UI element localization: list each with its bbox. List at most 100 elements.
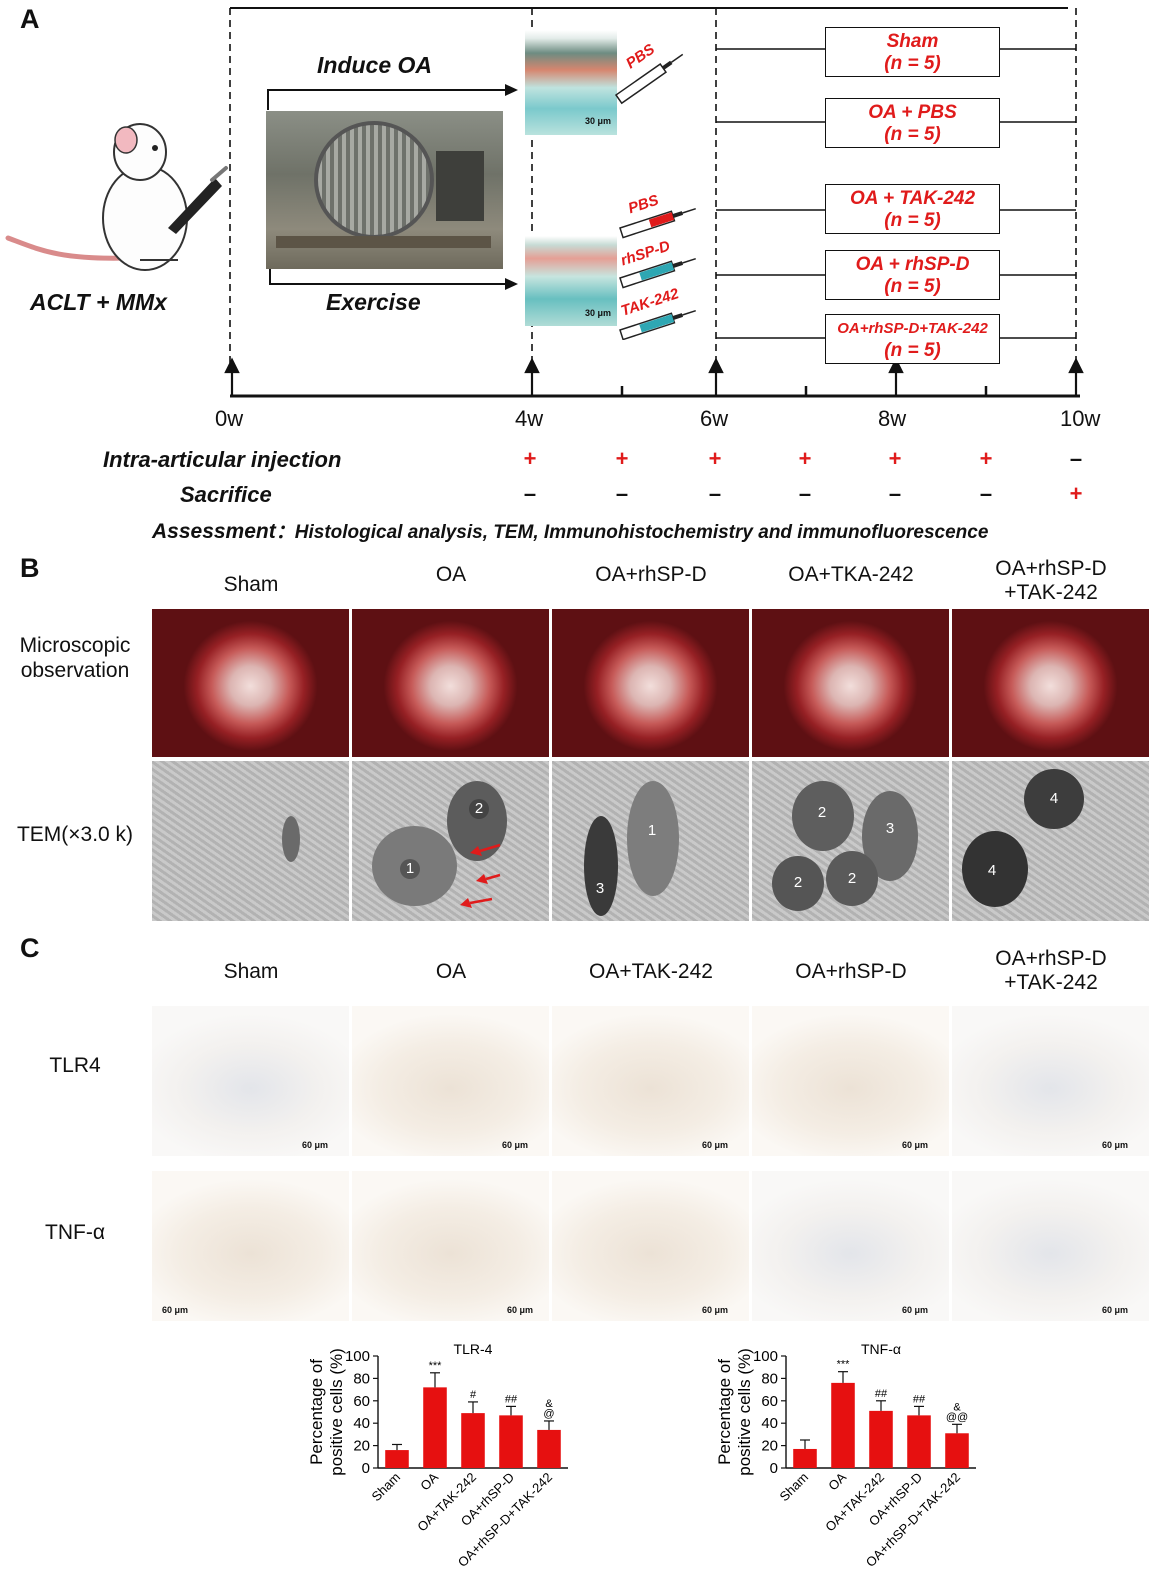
tnfa-ytick-label: 0: [770, 1460, 778, 1477]
panel-b-col-sham: Sham: [223, 573, 279, 596]
knee-photo-oa-rhspd: [552, 609, 749, 757]
ihc-tlr4-oa: 60 μm: [352, 1006, 549, 1156]
tlr4-significance-label: ***: [429, 1360, 443, 1372]
tnfa-significance-label: &: [953, 1401, 961, 1413]
tlr4-significance-label: ##: [505, 1393, 518, 1405]
panel-a-framework: [224, 7, 1084, 398]
ihc-scale-bar: 60 μm: [902, 1140, 929, 1150]
tnfa-bar: [869, 1410, 893, 1468]
injection-sign: –: [1069, 446, 1083, 471]
timeline-label-10w: 10w: [1060, 406, 1101, 431]
panel-b-col-oa-rhspd: OA+rhSP-D: [595, 563, 707, 586]
tnfa-ylabel: positive cells (%): [735, 1348, 754, 1476]
group-n: (n = 5): [884, 124, 941, 145]
tnfa-category-label: Sham: [776, 1470, 811, 1505]
tlr4-significance-label: &: [545, 1398, 553, 1410]
tnfa-significance-label: ##: [875, 1388, 888, 1400]
tem-label: 2: [817, 804, 827, 821]
ihc-scale-bar: 60 μm: [1102, 1305, 1129, 1315]
knee-photo-combo: [952, 609, 1149, 757]
tlr4-significance-label: @: [543, 1408, 554, 1420]
tnfa-ytick-label: 100: [753, 1348, 778, 1365]
injection-sign: +: [979, 446, 993, 471]
tem-label: 4: [987, 862, 997, 879]
panel-c-col-oa-rhspd: OA+rhSP-D: [795, 960, 907, 983]
assessment-colon: ：: [275, 522, 295, 543]
ihc-tnfa-oa-tak242: 60 μm: [552, 1171, 749, 1321]
injection-sign: +: [798, 446, 812, 471]
tem-image-oa-tka242: 2 3 2 2: [752, 761, 949, 921]
panel-b-col-oa: OA: [435, 563, 467, 586]
tnfa-significance-label: ***: [837, 1359, 851, 1371]
intra-articular-injection-label: Intra-articular injection: [103, 447, 342, 472]
tnfa-significance-label: ##: [913, 1393, 926, 1405]
group-n: (n = 5): [884, 340, 941, 361]
histology-scale-bar: 30 μm: [585, 116, 612, 126]
histology-image-exercise: 30 μm: [525, 236, 617, 326]
group-name: OA+rhSP-D+TAK-242: [837, 320, 988, 337]
group-name: OA + TAK-242: [849, 188, 976, 209]
panel-c-row-tlr4: TLR4: [49, 1054, 101, 1077]
tnfa-title: TNF-α: [861, 1341, 901, 1357]
panel-c-row-tnfa: TNF-α: [45, 1221, 105, 1244]
ihc-tnfa-sham: 60 μm: [152, 1171, 349, 1321]
ihc-scale-bar: 60 μm: [1102, 1140, 1129, 1150]
surgery-label: ACLT + MMx: [30, 289, 167, 315]
sacrifice-label: Sacrifice: [180, 482, 272, 507]
panel-b-col-combo: OA+rhSP-D +TAK-242: [995, 557, 1107, 604]
sacrifice-sign: –: [615, 481, 629, 506]
tlr4-bar: [461, 1413, 485, 1468]
timeline-label-4w: 4w: [515, 406, 544, 431]
syringe-icons: [614, 53, 696, 340]
timeline-label-6w: 6w: [700, 406, 729, 431]
tlr4-ytick-label: 100: [345, 1348, 370, 1365]
histology-scale-bar-2: 30 μm: [585, 308, 612, 318]
timeline-label-0w: 0w: [215, 406, 244, 431]
tlr4-bar: [423, 1387, 447, 1468]
ihc-tnfa-combo: 60 μm: [952, 1171, 1149, 1321]
sacrifice-sign: –: [523, 481, 537, 506]
injection-sign: +: [523, 446, 537, 471]
injection-sign: +: [615, 446, 629, 471]
tlr4-ytick-label: 60: [353, 1393, 370, 1410]
tem-label: 3: [595, 880, 605, 897]
tnfa-significance-label: @@: [946, 1411, 968, 1423]
ihc-scale-bar: 60 μm: [702, 1305, 729, 1315]
tlr4-ytick-label: 40: [353, 1415, 370, 1432]
ihc-scale-bar: 60 μm: [162, 1305, 189, 1315]
knee-photo-oa-tka242: [752, 609, 949, 757]
ihc-scale-bar: 60 μm: [702, 1140, 729, 1150]
exercise-label: Exercise: [326, 289, 421, 315]
tlr4-bar: [499, 1415, 523, 1468]
group-box-oa-rhspd-tak242: OA+rhSP-D+TAK-242 (n = 5): [825, 314, 1000, 364]
panel-c-col-oa: OA: [435, 960, 467, 983]
assessment-line: Assessment：Histological analysis, TEM, I…: [152, 517, 988, 544]
ihc-tlr4-combo: 60 μm: [952, 1006, 1149, 1156]
tem-image-sham: [152, 761, 349, 921]
tnfa-ylabel: Percentage of: [715, 1359, 734, 1465]
injection-sign: +: [888, 446, 902, 471]
ihc-tlr4-oa-rhspd: 60 μm: [752, 1006, 949, 1156]
panel-c-col-combo: OA+rhSP-D +TAK-242: [995, 947, 1107, 994]
group-box-oa-tak242: OA + TAK-242 (n = 5): [825, 184, 1000, 234]
group-box-oa-rhspd: OA + rhSP-D (n = 5): [825, 250, 1000, 300]
panel-a-letter: A: [20, 4, 40, 34]
tem-label: 3: [885, 820, 895, 837]
group-n: (n = 5): [884, 276, 941, 297]
tlr4-ylabel: positive cells (%): [327, 1348, 346, 1476]
panel-c-col-oa-tak242: OA+TAK-242: [589, 960, 713, 983]
tem-label: 2: [793, 874, 803, 891]
histology-image-oa-induced: 30 μm: [525, 30, 617, 135]
group-box-sham: Sham (n = 5): [825, 27, 1000, 77]
panel-b-row-microscopic: Microscopic observation: [19, 634, 131, 682]
tlr4-ytick-label: 20: [353, 1438, 370, 1455]
tlr4-significance-label: #: [470, 1389, 477, 1401]
panel-b-letter: B: [20, 553, 40, 583]
panel-b-row-tem: TEM(×3.0 k): [16, 823, 134, 846]
red-arrow-icons: [460, 843, 501, 908]
sacrifice-sign: –: [708, 481, 722, 506]
group-name: OA + PBS: [868, 102, 957, 123]
treadmill-photo: [266, 111, 503, 269]
group-box-oa-pbs: OA + PBS (n = 5): [825, 98, 1000, 148]
tlr4-ylabel: Percentage of: [307, 1359, 326, 1465]
